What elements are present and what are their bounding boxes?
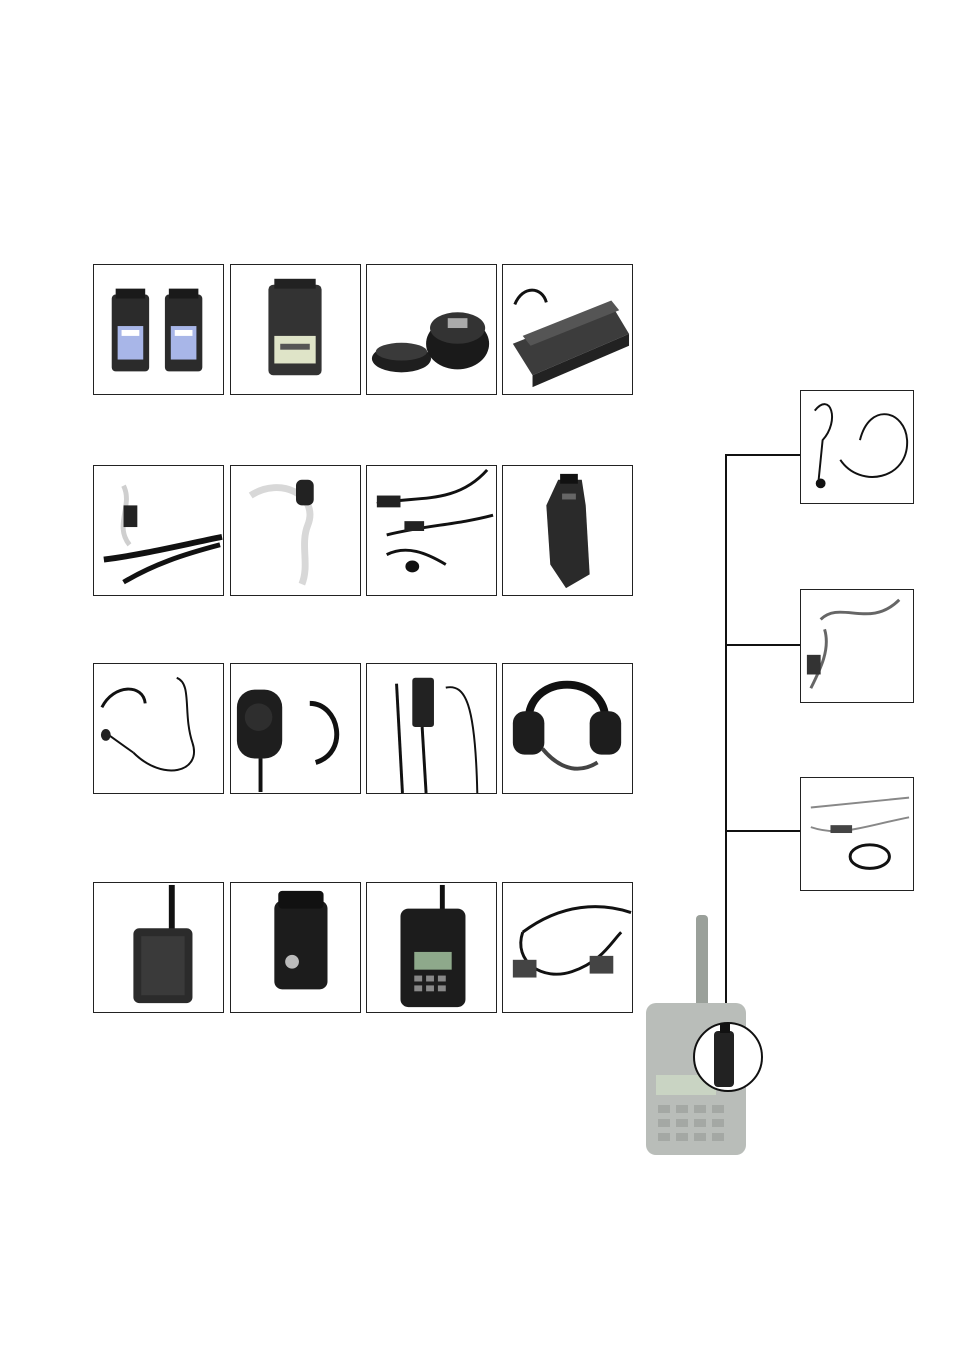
acoustic-tube-earpiece-tile[interactable] <box>230 465 361 596</box>
earbud-ptt-tile[interactable] <box>366 465 497 596</box>
battery-pair-tile[interactable] <box>93 264 224 395</box>
programming-cable-tile[interactable] <box>502 882 633 1013</box>
audio-adapter-tile[interactable] <box>502 465 633 596</box>
three-wire-kit-icon <box>801 778 913 890</box>
audio-adapter-icon <box>503 466 632 595</box>
speaker-microphone-tile[interactable] <box>230 663 361 794</box>
radio-case-tile[interactable] <box>366 882 497 1013</box>
boom-mic-headset-icon <box>801 391 913 503</box>
acoustic-tube-earpiece-icon <box>231 466 360 595</box>
lightweight-headset-tile[interactable] <box>93 663 224 794</box>
nylon-case-tile[interactable] <box>230 882 361 1013</box>
battery-single-icon <box>231 265 360 394</box>
multi-unit-charger-tile[interactable] <box>502 264 633 395</box>
leather-case-tile[interactable] <box>93 882 224 1013</box>
connector-branch-3 <box>725 830 800 832</box>
connector-branch-1 <box>725 454 800 456</box>
portable-radio-icon <box>636 905 768 1160</box>
earpiece-tube-icon <box>94 466 223 595</box>
battery-pair-icon <box>94 265 223 394</box>
heavy-duty-headset-tile[interactable] <box>502 663 633 794</box>
boom-mic-headset-tile[interactable] <box>800 390 914 504</box>
lightweight-headset-icon <box>94 664 223 793</box>
connector-branch-2 <box>725 644 800 646</box>
earpiece-tube-tile[interactable] <box>93 465 224 596</box>
three-wire-kit-tile[interactable] <box>800 777 914 891</box>
earbud-ptt-icon <box>367 466 496 595</box>
desktop-charger-icon <box>367 265 496 394</box>
speaker-microphone-icon <box>231 664 360 793</box>
multi-unit-charger-icon <box>503 265 632 394</box>
programming-cable-icon <box>503 883 632 1012</box>
heavy-duty-headset-icon <box>503 664 632 793</box>
coiled-earpiece-tile[interactable] <box>800 589 914 703</box>
nylon-case-icon <box>231 883 360 1012</box>
surveillance-kit-icon <box>367 664 496 793</box>
battery-single-tile[interactable] <box>230 264 361 395</box>
surveillance-kit-tile[interactable] <box>366 663 497 794</box>
portable-radio-image <box>636 905 768 1160</box>
radio-case-icon <box>367 883 496 1012</box>
desktop-charger-tile[interactable] <box>366 264 497 395</box>
leather-case-icon <box>94 883 223 1012</box>
coiled-earpiece-icon <box>801 590 913 702</box>
